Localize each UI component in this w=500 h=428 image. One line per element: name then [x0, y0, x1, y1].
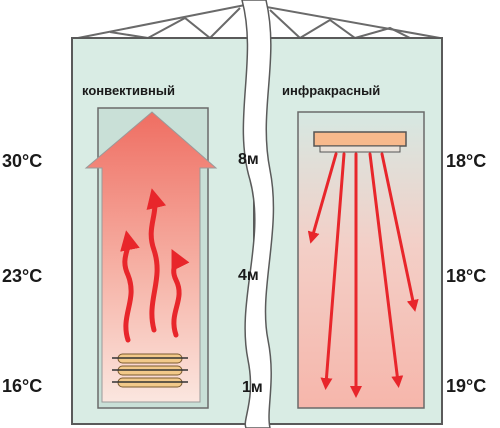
convection-arrow [171, 249, 190, 338]
infrared-ray [307, 152, 338, 244]
convection-arrows [120, 188, 190, 343]
convective-label: конвективный [82, 83, 175, 98]
infrared-temp-middle: 18°C [446, 266, 486, 286]
infrared-rays [307, 152, 419, 398]
infrared-ray [320, 152, 346, 390]
warm-air-rising-arrow [84, 111, 218, 403]
infrared-ray [368, 152, 404, 388]
height-label-8m: 8м [238, 151, 259, 168]
infrared-temp-bottom: 19°C [446, 376, 486, 396]
infrared-ray [380, 152, 419, 312]
infrared-inner-panel [297, 111, 425, 409]
convective-temp-bottom: 16°C [2, 376, 42, 396]
convective-temp-middle: 23°C [2, 266, 42, 286]
convection-arrow [120, 230, 140, 343]
infrared-temp-top: 18°C [446, 151, 486, 171]
infrared-heater [313, 131, 407, 153]
height-label-1m: 1м [242, 379, 263, 396]
height-label-4m: 4м [238, 267, 259, 284]
convective-heater [112, 353, 188, 388]
convective-temp-top: 30°C [2, 151, 42, 171]
infrared-label: инфракрасный [282, 83, 380, 98]
convection-arrow [146, 188, 167, 333]
